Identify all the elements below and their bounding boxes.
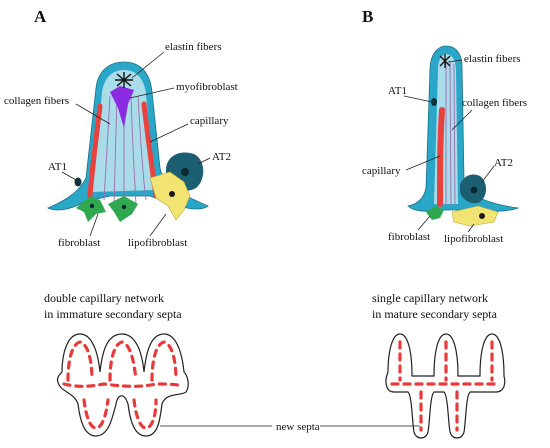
- network-mature: single capillary network in mature secon…: [372, 291, 506, 439]
- leader-a-at2: [197, 157, 211, 165]
- label-a-fibroblast: fibroblast: [58, 237, 100, 249]
- leader-a-myofibroblast: [129, 87, 175, 99]
- septum-a-fibroblasts: [76, 196, 138, 222]
- septum-a-elastin-fibers: [115, 72, 133, 88]
- network-immature: double capillary network in immature sec…: [44, 291, 189, 437]
- network-mature-outline: [385, 333, 506, 439]
- leader-b-collagen: [451, 109, 473, 131]
- septum-b-lipofibroblast: [451, 205, 499, 227]
- septum-b-at1-nucleus: [431, 98, 437, 106]
- septum-a-lipofibroblast: [149, 171, 191, 221]
- caption-a-line1: double capillary network: [44, 291, 164, 305]
- septum-b-capillary: [437, 107, 445, 207]
- label-a-at1: AT1: [48, 161, 67, 173]
- septum-b-fibroblast: [426, 206, 444, 220]
- label-b-elastin-fibers: elastin fibers: [464, 53, 521, 65]
- network-immature-capillary-3: [150, 340, 178, 382]
- label-a-myofibroblast: myofibroblast: [176, 81, 238, 93]
- septum-b-collagen-fibers: [445, 61, 456, 207]
- label-a-capillary: capillary: [190, 115, 229, 127]
- leader-b-fibroblast: [417, 215, 431, 231]
- leader-a-elastin: [131, 51, 165, 79]
- new-septa-annotation: new septa: [160, 421, 420, 433]
- leader-a-at1: [61, 171, 77, 181]
- panel-a: A: [4, 7, 238, 249]
- septum-b-at2-cell: [460, 174, 486, 204]
- septum-a-collagen-fibers: [103, 93, 147, 206]
- leader-a-lipofibroblast: [149, 213, 167, 237]
- septum-a-myofibroblast: [110, 86, 134, 128]
- panel-b: B: [362, 7, 527, 245]
- network-immature-capillary-5: [82, 398, 110, 430]
- caption-b-line2: in mature secondary septa: [372, 307, 498, 321]
- network-immature-capillary-6: [132, 398, 158, 430]
- network-immature-capillary-4: [62, 382, 184, 388]
- label-b-capillary: capillary: [362, 165, 401, 177]
- panel-a-letter: A: [34, 7, 47, 26]
- leader-a-capillary: [149, 123, 189, 143]
- leader-b-lipofibroblast: [467, 223, 475, 233]
- septum-a-capillary-left: [87, 103, 103, 199]
- leader-b-at2: [481, 165, 495, 183]
- septum-a-at1-nucleus: [74, 177, 82, 187]
- network-immature-capillary-1: [66, 340, 94, 382]
- network-immature-capillary-2: [108, 340, 138, 382]
- label-a-lipofibroblast: lipofibroblast: [128, 237, 187, 249]
- label-b-collagen-fibers: collagen fibers: [462, 97, 527, 109]
- label-b-at1: AT1: [388, 85, 407, 97]
- caption-a-line2: in immature secondary septa: [44, 307, 182, 321]
- caption-b-line1: single capillary network: [372, 291, 488, 305]
- label-new-septa: new septa: [276, 421, 320, 433]
- label-a-elastin-fibers: elastin fibers: [165, 41, 222, 53]
- label-a-collagen-fibers: collagen fibers: [4, 95, 69, 107]
- label-a-at2: AT2: [212, 151, 231, 163]
- leader-b-at1: [403, 95, 433, 103]
- label-b-fibroblast: fibroblast: [388, 231, 430, 243]
- septum-b-elastin-fibers: [439, 54, 451, 68]
- leader-b-elastin: [447, 59, 463, 63]
- leader-a-collagen: [75, 103, 111, 125]
- label-b-at2: AT2: [494, 157, 513, 169]
- label-b-lipofibroblast: lipofibroblast: [444, 233, 503, 245]
- leader-a-fibroblast: [89, 213, 99, 237]
- panel-b-letter: B: [362, 7, 373, 26]
- leader-b-capillary: [405, 155, 441, 171]
